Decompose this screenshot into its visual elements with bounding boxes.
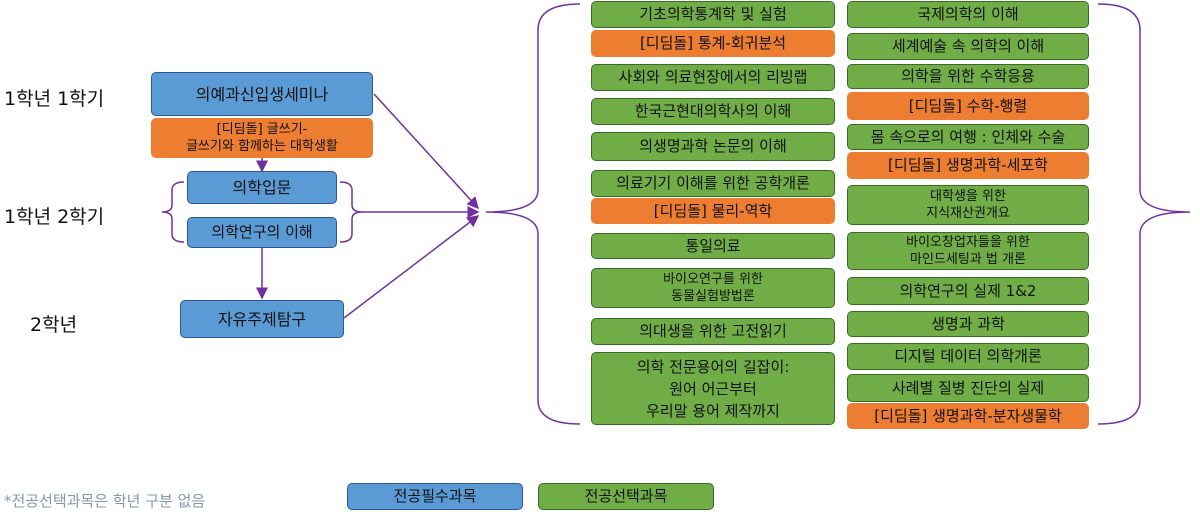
right-course-9: 생명과 과학 <box>847 311 1089 337</box>
electives-right-brace <box>1097 3 1191 425</box>
left-course-2: 사회와 의료현장에서의 리빙랩 <box>591 64 835 91</box>
left-course-6: [디딤돌] 물리-역학 <box>591 198 835 224</box>
left-course-8: 바이오연구를 위한 동물실험방법론 <box>591 268 835 308</box>
left-course-7: 통일의료 <box>591 233 835 259</box>
elective-note: *전공선택과목은 학년 구분 없음 <box>4 492 206 510</box>
right-course-5: [디딤돌] 생명과학-세포학 <box>847 152 1089 179</box>
electives-left-brace <box>485 3 581 425</box>
semester-label-1-1: 1학년 1학기 <box>4 88 105 110</box>
left-brace-s2 <box>161 181 185 243</box>
right-course-6: 대학생을 위한 지식재산권개요 <box>847 185 1089 225</box>
left-course-0: 기초의학통계학 및 실험 <box>591 1 835 28</box>
right-brace-s2 <box>339 181 363 243</box>
course-writing: [디딤돌] 글쓰기- 글쓰기와 함께하는 대학생활 <box>151 118 373 158</box>
legend-required: 전공필수과목 <box>347 483 523 510</box>
semester-label-1-2: 1학년 2학기 <box>4 206 105 228</box>
left-course-9: 의대생을 위한 고전읽기 <box>591 318 835 345</box>
right-course-4: 몸 속으로의 여행 : 인체와 수술 <box>847 124 1089 150</box>
right-course-2: 의학을 위한 수학응용 <box>847 64 1089 89</box>
course-research: 의학연구의 이해 <box>187 217 337 248</box>
left-course-3: 한국근현대의학사의 이해 <box>591 98 835 125</box>
course-intro: 의학입문 <box>187 171 337 204</box>
left-course-1: [디딤돌] 통계-회귀분석 <box>591 30 835 57</box>
right-course-0: 국제의학의 이해 <box>847 1 1089 28</box>
right-course-1: 세계예술 속 의학의 이해 <box>847 33 1089 60</box>
right-course-3: [디딤돌] 수학-행렬 <box>847 92 1089 120</box>
arrow-s1-to-electives <box>373 93 480 210</box>
left-course-10: 의학 전문용어의 길잡이: 원어 어근부터 우리말 용어 제작까지 <box>591 352 835 425</box>
course-seminar: 의예과신입생세미나 <box>151 72 373 116</box>
arrow-y2-to-electives <box>343 215 480 319</box>
right-course-10: 디지털 데이터 의학개론 <box>847 343 1089 370</box>
right-course-11: 사례별 질병 진단의 실제 <box>847 374 1089 402</box>
left-course-4: 의생명과학 논문의 이해 <box>591 132 835 161</box>
right-course-7: 바이오창업자들을 위한 마인드세팅과 법 개론 <box>847 232 1089 270</box>
legend-elective: 전공선택과목 <box>538 483 714 510</box>
left-course-5: 의료기기 이해를 위한 공학개론 <box>591 170 835 197</box>
course-free-topic: 자유주제탐구 <box>180 300 344 338</box>
semester-label-year2: 2학년 <box>30 314 78 336</box>
right-course-8: 의학연구의 실제 1&2 <box>847 277 1089 305</box>
right-course-12: [디딤돌] 생명과학-분자생물학 <box>847 403 1089 429</box>
